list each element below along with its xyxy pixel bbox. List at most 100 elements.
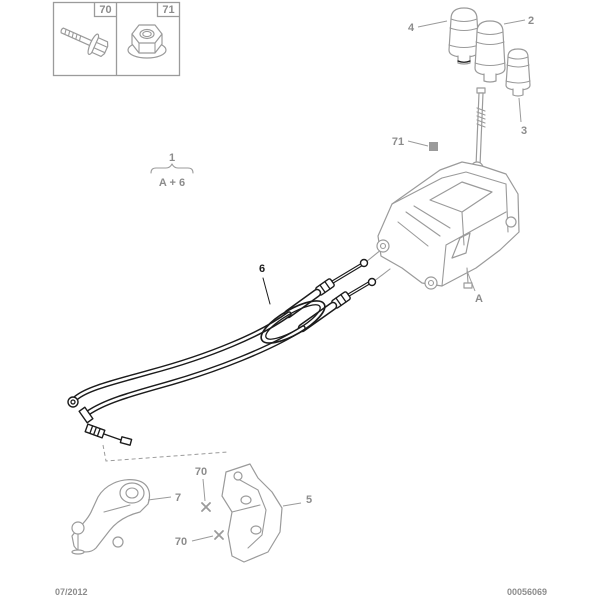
gear-knob-middle	[474, 20, 506, 83]
leader-knob-left	[417, 20, 448, 28]
knob-body	[474, 20, 506, 76]
assembly-note: 1 A + 6	[150, 152, 194, 189]
callout-knob-left: 4	[408, 22, 415, 34]
cable-collar-ribs	[335, 293, 347, 307]
bolt-threads	[64, 28, 82, 42]
cable-eye	[367, 277, 377, 287]
cable-grommet-ring	[260, 300, 326, 344]
bolt-label-box	[93, 2, 117, 18]
leader-shifter-housing	[466, 270, 476, 292]
callout-fastener-lower: 70	[175, 536, 187, 548]
bracket-right-hole	[240, 495, 252, 505]
knob-body	[505, 48, 531, 91]
leader-lever-fastener	[407, 140, 429, 147]
lever-knurl	[476, 107, 486, 128]
bracket-left-ball-stud	[71, 521, 85, 535]
bracket-right	[221, 463, 283, 563]
lever-fastener-callout: 71	[392, 136, 438, 151]
bolt-part-number: 70	[99, 4, 111, 16]
knob-callouts: 4 2 3	[408, 15, 534, 137]
bracket-left-boss-bore	[125, 487, 139, 499]
nut-thread	[142, 30, 152, 38]
housing-ribs	[397, 205, 465, 247]
leader-fastener-upper	[202, 478, 206, 502]
footer-date: 07/2012	[55, 587, 88, 597]
knob-bands	[505, 56, 531, 84]
housing-gate-window	[451, 232, 471, 259]
cable-end-fitting	[78, 406, 94, 424]
bracket-right-plate	[221, 463, 283, 563]
callout-bracket-right: 5	[306, 494, 312, 506]
callout-bracket-left: 7	[175, 492, 181, 504]
leader-fastener-lower	[191, 535, 214, 542]
bracket-right-callout: 5	[282, 494, 312, 507]
callout-cable-assembly: 6	[259, 263, 265, 275]
callout-knob-right: 3	[521, 125, 527, 137]
housing-top-rim	[391, 171, 507, 205]
bracket-right-hole	[250, 525, 262, 535]
cable-lower-outline	[85, 325, 306, 416]
cable-sleeve-core	[299, 303, 336, 331]
cable-grommet-inner	[265, 304, 321, 340]
leader-knob-middle	[503, 19, 526, 25]
nut-label-box	[156, 2, 180, 18]
housing-stud-nut	[463, 282, 473, 289]
cable-upper-outline	[73, 311, 292, 401]
bracket-left-lower-boss	[112, 536, 124, 548]
flange-bolt-icon	[60, 27, 109, 58]
cable-end-cap	[119, 436, 133, 446]
gear-knob-right	[505, 48, 531, 97]
fastener-upper-callout: 70	[195, 466, 211, 512]
footer-reference: 00056069	[507, 587, 547, 597]
callout-shifter-housing: A	[475, 293, 483, 305]
cable-end-rod	[103, 433, 122, 441]
knob-body	[448, 7, 480, 58]
gear-cable-assembly	[67, 258, 377, 446]
fastener-square-marker	[429, 142, 438, 151]
knob-bands	[474, 31, 506, 67]
knob-neck-ring	[457, 60, 471, 63]
cable-collar-ribs	[319, 280, 331, 294]
callout-knob-middle: 2	[528, 15, 534, 27]
nut-edges	[138, 42, 156, 54]
shifter-housing	[365, 161, 520, 290]
bracket-right-pivot	[233, 471, 243, 481]
housing-mount-ear	[505, 216, 517, 228]
cable-end-loop-hole	[70, 399, 76, 405]
bolt-head-edges	[93, 41, 108, 54]
cable-rod-core	[346, 282, 370, 297]
leader-bracket-left	[147, 496, 172, 501]
cable-callout: 6	[259, 263, 271, 305]
housing-front-face	[441, 211, 507, 287]
fastener-cross-icon	[201, 502, 211, 512]
cable-end-loop	[67, 396, 79, 408]
bracket-right-gusset	[231, 479, 267, 549]
bracket-left-callout: 7	[147, 492, 181, 504]
knob-neck	[512, 88, 524, 97]
leader-cable-assembly	[262, 277, 271, 305]
housing-mount-ear	[376, 239, 390, 253]
routing-dashed-line	[102, 444, 229, 462]
flange-nut-icon	[127, 24, 167, 59]
assembly-brace	[150, 163, 194, 174]
leader-knob-right	[518, 97, 522, 123]
bracket-left	[71, 479, 151, 555]
bracket-left-rib	[103, 504, 131, 513]
housing-stud	[466, 267, 469, 284]
cable-eye	[359, 258, 369, 268]
housing-mount-hole	[427, 279, 435, 287]
knob-neck	[483, 73, 497, 83]
bracket-left-stud-base	[71, 549, 85, 555]
assembly-composition: A + 6	[159, 177, 185, 189]
housing-lever-opening	[429, 181, 493, 213]
lever-top-collar	[476, 87, 486, 94]
gear-knob-left	[448, 7, 480, 65]
fastener-lower-callout: 70	[175, 530, 224, 548]
cable-end-sleeve-ribs	[89, 425, 101, 437]
fastener-cross-icon	[214, 530, 224, 540]
housing-callout: A	[466, 270, 483, 305]
callout-lever-fastener: 71	[392, 136, 404, 148]
housing-mount-ear	[424, 276, 438, 290]
fastener-inset: 70 71	[52, 1, 181, 77]
